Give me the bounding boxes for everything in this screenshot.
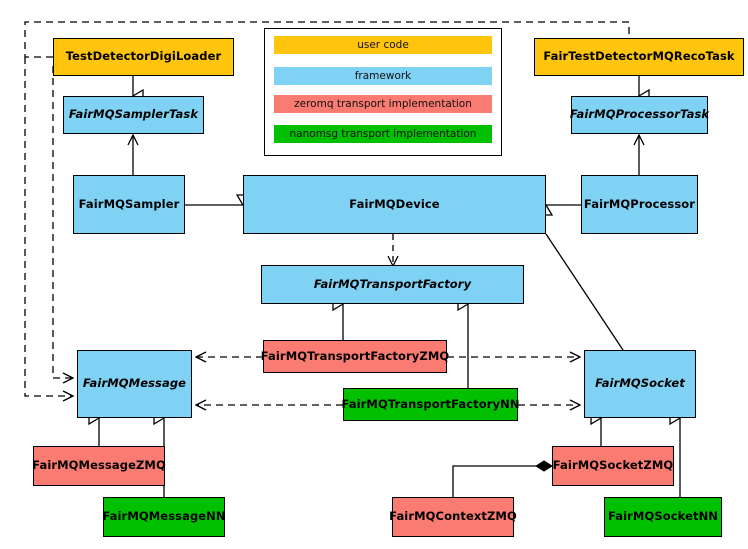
legend-label-nanomsg: nanomsg transport implementation (289, 128, 477, 140)
class-node-fairmqprocessortask[interactable]: FairMQProcessorTask (569, 96, 710, 134)
class-label: FairMQTransportFactory (313, 276, 472, 291)
legend-item-framework: framework (274, 67, 492, 85)
class-node-fairmqsamplertask[interactable]: FairMQSamplerTask (63, 96, 204, 134)
class-node-fairtestdetectormqrecotask[interactable]: FairTestDetectorMQRecoTask (534, 38, 744, 76)
class-node-fairmqtransportfactoryzmq[interactable]: FairMQTransportFactoryZMQ (260, 340, 450, 373)
class-label: TestDetectorDigiLoader (65, 49, 222, 64)
class-node-testdetectordigiloader[interactable]: TestDetectorDigiLoader (53, 38, 234, 76)
class-node-fairmqsocketnn[interactable]: FairMQSocketNN (604, 497, 722, 537)
class-node-fairmqsampler[interactable]: FairMQSampler (73, 175, 185, 234)
edge-contextzmq-socketzmq (452, 460, 553, 497)
class-node-fairmqprocessor[interactable]: FairMQProcessor (581, 175, 698, 234)
edge-device-socket (545, 233, 624, 351)
class-label: FairMQContextZMQ (389, 509, 517, 524)
legend-item-user-code: user code (274, 36, 492, 54)
class-label: FairMQTransportFactoryZMQ (260, 348, 450, 363)
class-node-fairmqmessagenn[interactable]: FairMQMessageNN (102, 497, 226, 537)
class-node-fairmqtransportfactory[interactable]: FairMQTransportFactory (261, 265, 524, 304)
legend-label-user-code: user code (357, 39, 409, 51)
legend-label-zeromq: zeromq transport implementation (294, 98, 472, 110)
class-label: FairMQProcessorTask (569, 107, 710, 122)
class-node-fairmqtransportfactorynn[interactable]: FairMQTransportFactoryNN (341, 388, 520, 421)
class-node-fairmqsocket[interactable]: FairMQSocket (584, 350, 696, 418)
class-node-fairmqmessage[interactable]: FairMQMessage (77, 350, 192, 418)
class-node-fairmqsocketzmq[interactable]: FairMQSocketZMQ (552, 446, 674, 486)
class-label: FairMQMessageNN (102, 509, 226, 524)
legend-label-framework: framework (354, 70, 412, 82)
class-node-fairmqcontextzmq[interactable]: FairMQContextZMQ (389, 497, 517, 537)
class-label: FairMQProcessor (583, 196, 696, 211)
class-label: FairMQDevice (349, 196, 440, 211)
class-label: FairMQMessageZMQ (32, 458, 166, 473)
class-label: FairTestDetectorMQRecoTask (543, 49, 735, 64)
class-label: FairMQSocketZMQ (552, 458, 674, 473)
class-label: FairMQSocket (595, 376, 685, 391)
class-node-fairmqmessagezmq[interactable]: FairMQMessageZMQ (32, 446, 166, 486)
legend-item-nanomsg: nanomsg transport implementation (274, 125, 492, 143)
class-label: FairMQSampler (78, 196, 180, 211)
class-label: FairMQMessage (82, 376, 187, 391)
class-label: FairMQTransportFactoryNN (341, 396, 520, 411)
legend-item-zeromq: zeromq transport implementation (274, 95, 492, 113)
class-label: FairMQSocketNN (607, 509, 719, 524)
class-label: FairMQSamplerTask (68, 107, 199, 122)
class-node-fairmqdevice[interactable]: FairMQDevice (243, 175, 546, 234)
